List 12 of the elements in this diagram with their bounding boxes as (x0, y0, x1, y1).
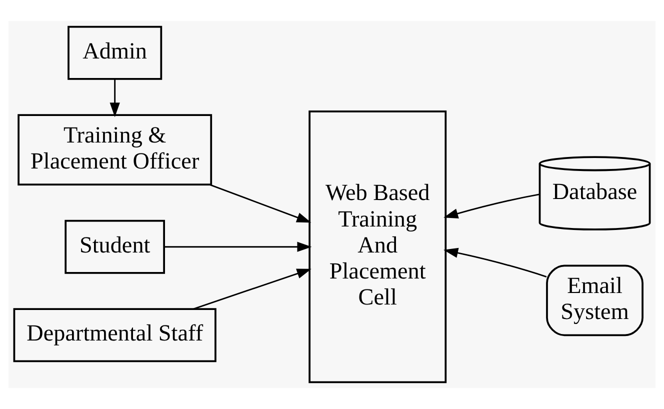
node-box: Web Based Training And Placement Cell (308, 110, 447, 384)
node-box: Training & Placement Officer (18, 114, 212, 186)
arrow (209, 184, 312, 223)
arrow (444, 194, 540, 218)
arrow (110, 79, 120, 118)
arrow (164, 242, 312, 252)
arrow (193, 268, 312, 310)
arrow (444, 248, 547, 278)
node-box: Student (64, 220, 165, 274)
node-box: Departmental Staff (13, 308, 216, 362)
node-box: Email System (546, 264, 644, 336)
node-box: Admin (68, 26, 162, 80)
